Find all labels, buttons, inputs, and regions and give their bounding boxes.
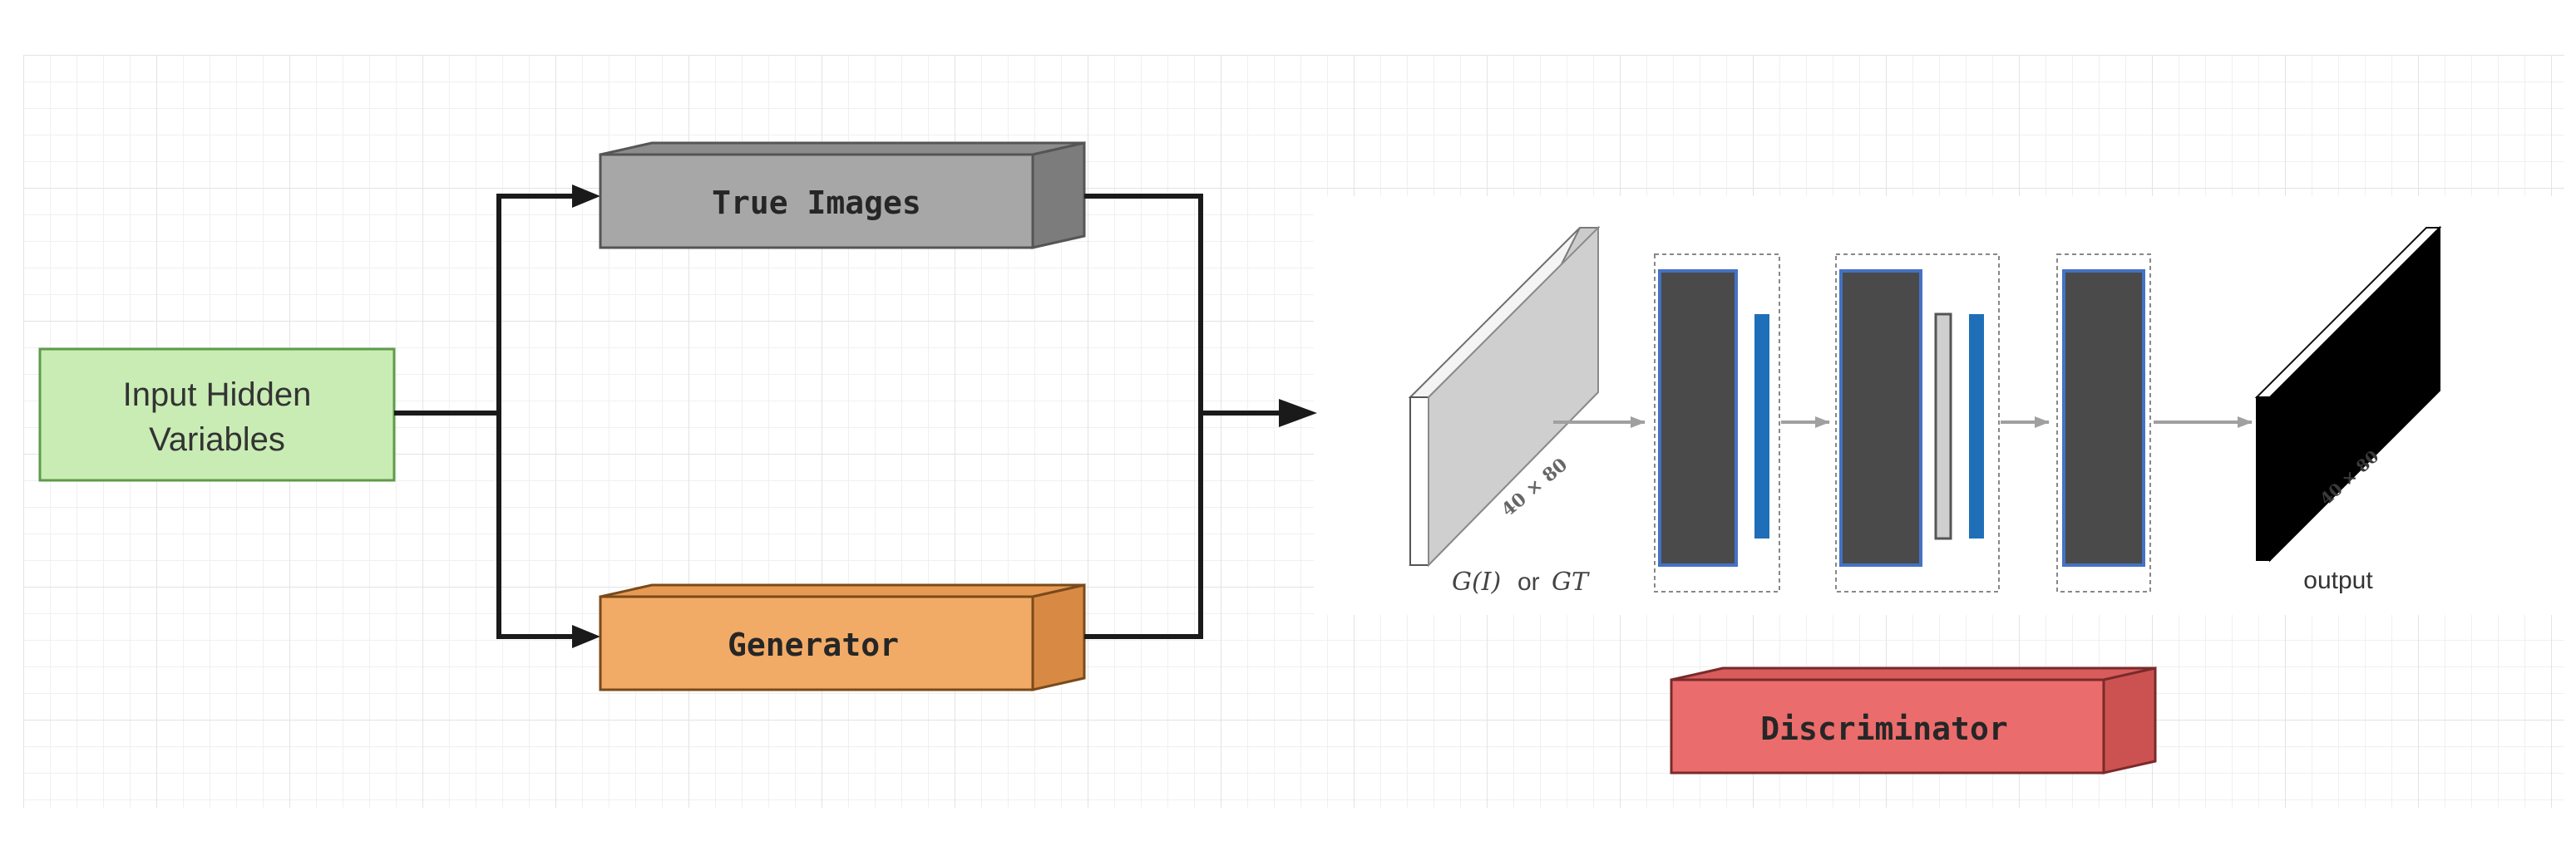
input-node-label-line1: Input Hidden	[123, 376, 312, 413]
input-caption-or: or	[1517, 568, 1540, 596]
connector-merge	[1084, 194, 1284, 639]
discriminator-node[interactable]: Discriminator	[1670, 666, 2157, 775]
true-images-label: True Images	[712, 184, 921, 221]
generator-label: Generator	[728, 627, 899, 663]
input-caption-g: G(I)	[1452, 568, 1501, 597]
input-caption-gt: GT	[1552, 568, 1590, 597]
arrow-right-icon	[572, 184, 600, 648]
conv-block-1	[1654, 253, 1780, 593]
connector-input-to-split	[394, 194, 574, 639]
generator-node[interactable]: Generator	[599, 583, 1086, 691]
true-images-node[interactable]: True Images	[599, 141, 1086, 249]
input-hidden-variables-node[interactable]: Input Hidden Variables	[38, 347, 396, 482]
conv-block-3	[2056, 253, 2151, 593]
conv-block-2	[1835, 253, 2000, 593]
input-caption: G(I) or GT	[1452, 568, 1590, 597]
input-node-label-line2: Variables	[149, 421, 285, 458]
output-label: output	[2303, 567, 2373, 594]
input-slab	[1408, 225, 1601, 568]
arrow-right-icon	[1279, 399, 1317, 427]
discriminator-label: Discriminator	[1760, 711, 2007, 747]
output-slab	[2254, 225, 2442, 563]
